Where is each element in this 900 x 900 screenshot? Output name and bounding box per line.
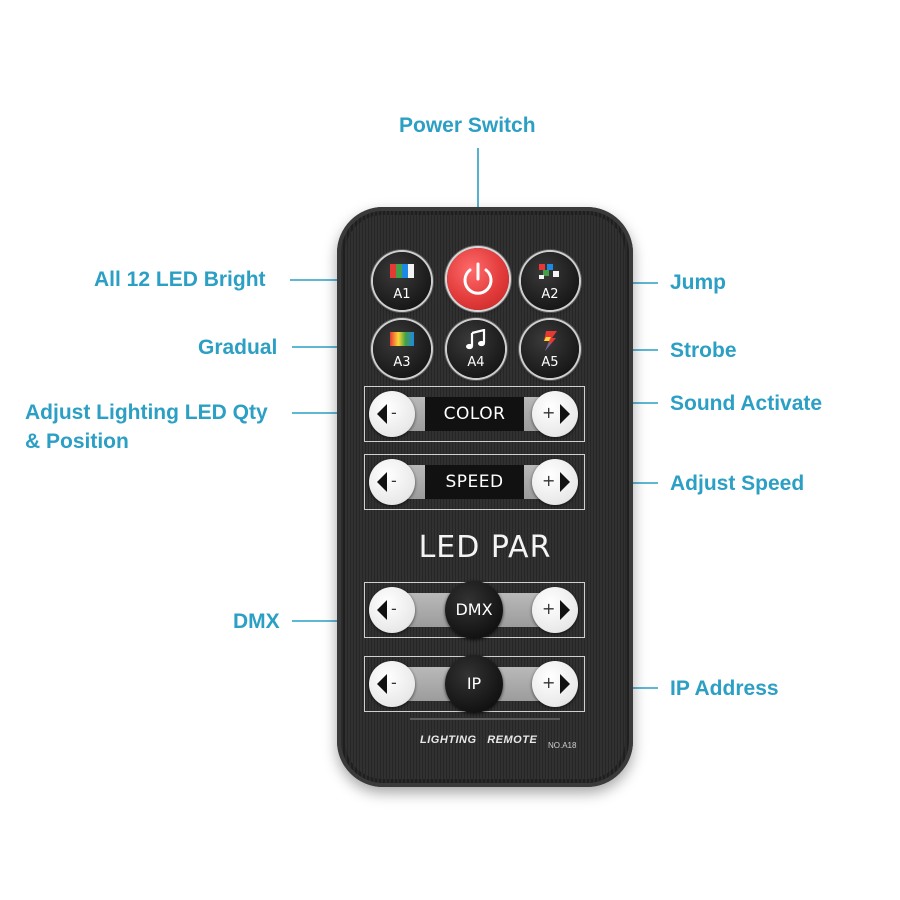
ip-plus-button[interactable]: + (532, 661, 578, 707)
a1-label: A1 (393, 287, 411, 302)
speed-label-box: SPEED (425, 465, 524, 499)
right-arrow-icon (560, 600, 570, 620)
a3-button[interactable]: A3 (373, 320, 431, 378)
left-arrow-icon (377, 404, 387, 424)
a1-button[interactable]: A1 (373, 252, 431, 310)
color-plus-sign: + (542, 403, 556, 422)
left-arrow-icon (377, 674, 387, 694)
ip-button[interactable]: IP (445, 655, 503, 713)
label-adjust-lighting-line2: & Position (25, 430, 129, 453)
left-arrow-icon (377, 600, 387, 620)
all-bright-icon (390, 264, 414, 278)
a2-button[interactable]: A2 (521, 252, 579, 310)
a5-button[interactable]: A5 (521, 320, 579, 378)
brand-text: LIGHTING REMOTE (420, 734, 538, 746)
color-label: COLOR (443, 404, 506, 424)
dmx-button-label: DMX (455, 600, 493, 619)
dmx-minus-button[interactable]: - (369, 587, 415, 633)
music-note-icon (466, 329, 486, 350)
a2-label: A2 (541, 287, 559, 302)
label-sound-activate: Sound Activate (670, 392, 823, 415)
dmx-minus-sign: - (391, 599, 397, 618)
jump-icon (539, 264, 559, 279)
right-arrow-icon (560, 674, 570, 694)
color-minus-button[interactable]: - (369, 391, 415, 437)
label-adjust-speed: Adjust Speed (670, 472, 805, 495)
gradual-icon (390, 332, 414, 346)
dmx-plus-sign: + (542, 599, 556, 618)
ip-minus-button[interactable]: - (369, 661, 415, 707)
label-power-switch: Power Switch (399, 114, 536, 137)
remote-title: LED PAR (418, 530, 552, 565)
label-dmx: DMX (233, 610, 280, 633)
label-ip-address: IP Address (670, 677, 779, 700)
color-minus-sign: - (391, 403, 397, 422)
strobe-icon (544, 331, 557, 351)
ip-minus-sign: - (391, 673, 397, 692)
color-label-box: COLOR (425, 397, 524, 431)
ip-control-group: - IP + (364, 655, 585, 713)
speed-label: SPEED (445, 472, 504, 492)
label-jump: Jump (670, 271, 727, 294)
right-arrow-icon (560, 472, 570, 492)
color-control-group: - COLOR + (364, 386, 585, 442)
model-number: NO.A18 (548, 741, 577, 750)
dmx-plus-button[interactable]: + (532, 587, 578, 633)
a4-label: A4 (467, 355, 485, 370)
speed-minus-button[interactable]: - (369, 459, 415, 505)
ip-button-label: IP (466, 674, 482, 693)
label-adjust-lighting-line1: Adjust Lighting LED Qty (25, 401, 268, 424)
power-icon (463, 262, 493, 295)
left-arrow-icon (377, 472, 387, 492)
speed-plus-sign: + (542, 471, 556, 490)
a4-button[interactable]: A4 (447, 320, 505, 378)
speed-plus-button[interactable]: + (532, 459, 578, 505)
label-strobe: Strobe (670, 339, 737, 362)
power-button[interactable] (447, 248, 509, 310)
speed-minus-sign: - (391, 471, 397, 490)
dmx-button[interactable]: DMX (445, 581, 503, 639)
label-gradual: Gradual (198, 336, 278, 359)
bottom-divider (410, 718, 560, 720)
dmx-control-group: - DMX + (364, 581, 585, 639)
color-plus-button[interactable]: + (532, 391, 578, 437)
ip-plus-sign: + (542, 673, 556, 692)
a5-label: A5 (541, 355, 559, 370)
a3-label: A3 (393, 355, 411, 370)
right-arrow-icon (560, 404, 570, 424)
label-all-bright: All 12 LED Bright (94, 268, 266, 291)
speed-control-group: - SPEED + (364, 454, 585, 510)
